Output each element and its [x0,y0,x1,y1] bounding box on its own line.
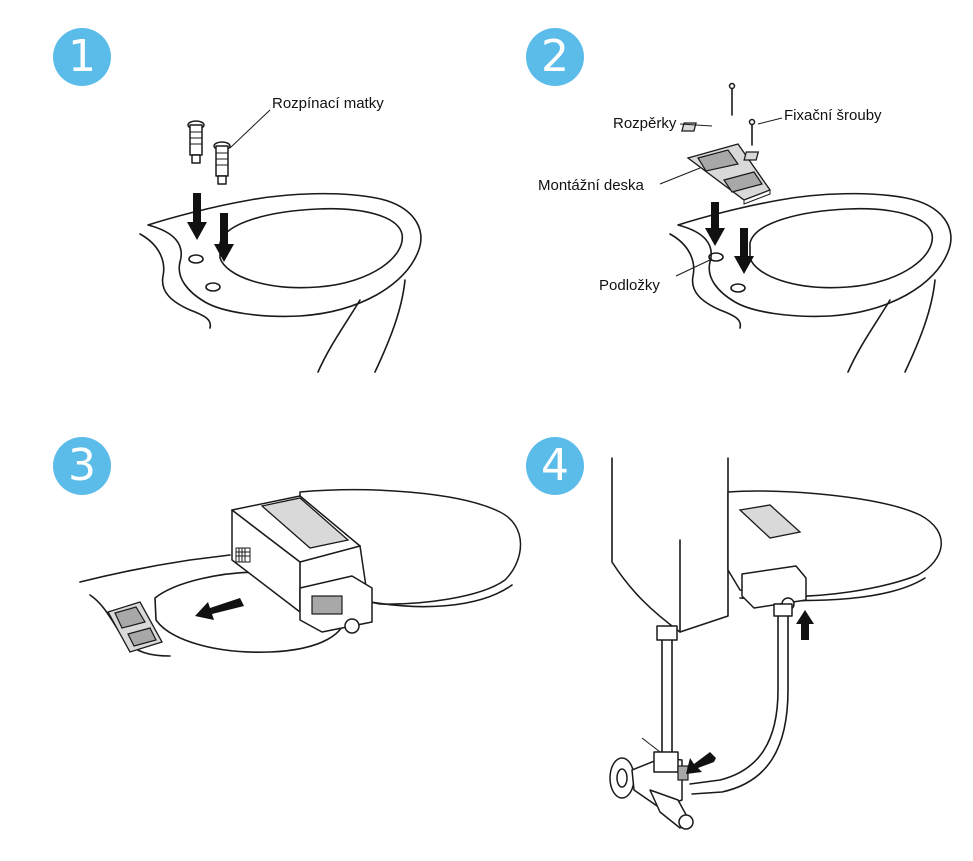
water-hose [689,611,779,785]
fixing-screws-label: Fixační šrouby [784,107,882,124]
step-4-number: 4 [541,440,569,491]
step-1-number: 1 [68,31,96,82]
arrow-slide-icon [195,598,244,620]
arrow-down-icon [734,228,754,274]
step-3-number: 3 [68,440,96,491]
toilet-rim-3 [79,554,231,583]
control-unit-4 [741,565,807,609]
expansion-nuts-label: Rozpínací matky [272,95,384,112]
step-2-badge: 2 [526,28,584,86]
mounting-plate-label: Montážní deska [538,177,645,194]
toilet-bowl-2 [669,192,952,373]
arrow-down-icon [214,213,234,262]
mounting-plate-3 [107,601,163,653]
spacers-label: Rozpěrky [613,115,677,132]
spacer-right [743,151,760,161]
arrow-left-icon [686,752,716,774]
expansion-nut-left [187,120,205,164]
step-2-number: 2 [541,31,569,82]
expansion-nut-right [213,141,231,185]
washers-label: Podložky [599,277,660,294]
step-3-badge: 3 [53,437,111,495]
angle-valve [609,751,694,830]
step-1-badge: 1 [53,28,111,86]
toilet-bowl-1 [139,192,422,373]
arrow-down-icon [187,193,207,240]
arrow-down-icon [705,202,725,246]
toilet-tank [611,457,729,633]
arrow-up-icon [796,610,814,640]
vent-grille [235,547,251,563]
step-4-badge: 4 [526,437,584,495]
mounting-plate [686,143,772,205]
